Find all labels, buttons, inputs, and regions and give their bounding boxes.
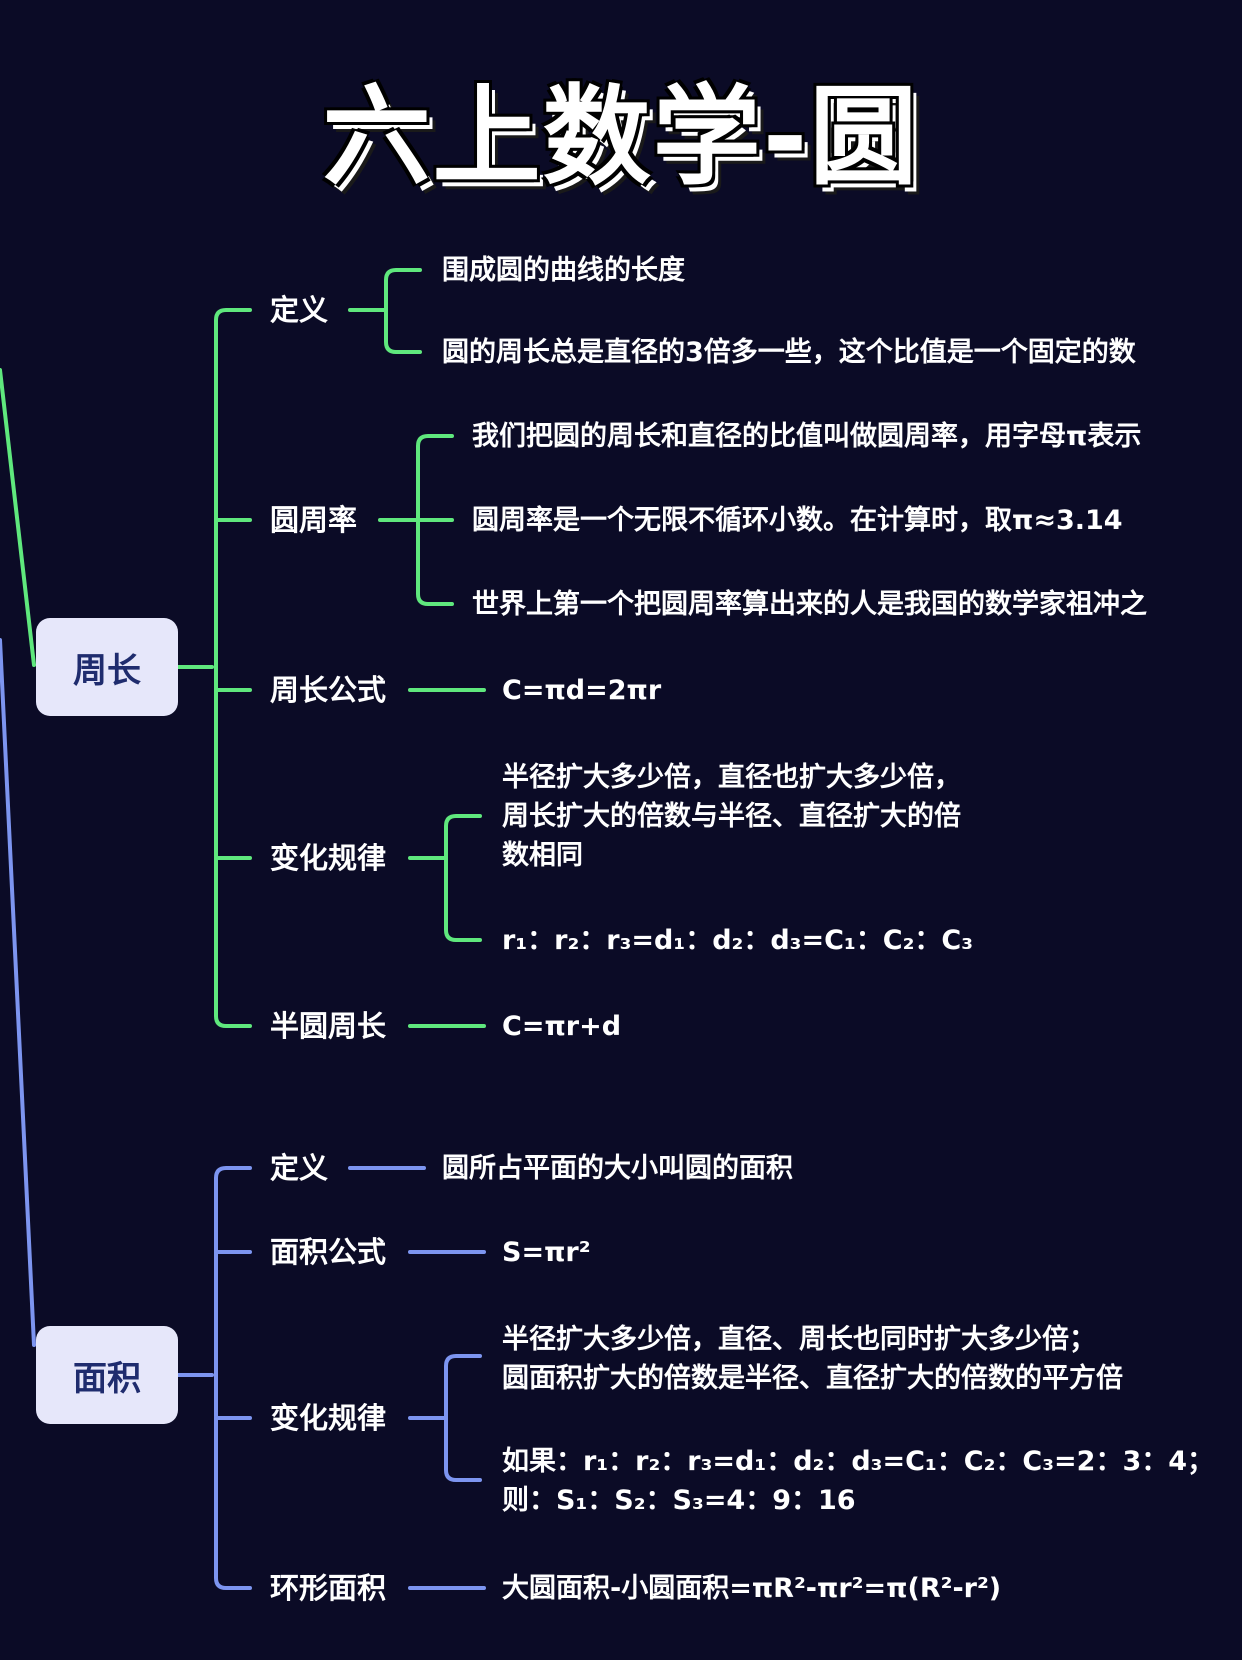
rule-line: 则：S₁：S₂：S₃=4：9：16 <box>502 1485 856 1516</box>
leaf-perimeter-definition-1: 围成圆的曲线的长度 <box>442 255 685 286</box>
rule-line: 如果：r₁：r₂：r₃=d₁：d₂：d₃=C₁：C₂：C₃=2：3：4； <box>502 1446 1215 1477</box>
leaf-area-rule-text: 半径扩大多少倍，直径、周长也同时扩大多少倍； 圆面积扩大的倍数是半径、直径扩大的… <box>502 1320 1123 1398</box>
leaf-area-formula: S=πr² <box>502 1237 591 1268</box>
rule-line: 半径扩大多少倍，直径也扩大多少倍， <box>502 762 961 793</box>
root-node-area: 面积 <box>36 1326 178 1424</box>
leaf-perimeter-definition-2: 圆的周长总是直径的3倍多一些，这个比值是一个固定的数 <box>442 337 1136 368</box>
leaf-ring-area: 大圆面积-小圆面积=πR²-πr²=π(R²-r²) <box>502 1573 1002 1604</box>
rule-line: 周长扩大的倍数与半径、直径扩大的倍 <box>502 801 961 832</box>
leaf-area-definition: 圆所占平面的大小叫圆的面积 <box>442 1153 793 1184</box>
rule-line: 圆面积扩大的倍数是半径、直径扩大的倍数的平方倍 <box>502 1363 1123 1394</box>
area-branches <box>176 1166 486 1590</box>
node-area-formula: 面积公式 <box>270 1235 387 1269</box>
node-ring-area: 环形面积 <box>270 1571 387 1605</box>
perimeter-branches <box>176 268 486 1028</box>
node-area-definition: 定义 <box>270 1151 329 1185</box>
root-edge-area <box>0 638 36 1347</box>
root-edge-perimeter <box>0 368 36 667</box>
leaf-pi-3: 世界上第一个把圆周率算出来的人是我国的数学家祖冲之 <box>472 589 1147 620</box>
node-semicircle: 半圆周长 <box>270 1009 387 1043</box>
leaf-pi-2: 圆周率是一个无限不循环小数。在计算时，取π≈3.14 <box>472 505 1123 536</box>
leaf-semicircle: C=πr+d <box>502 1011 622 1042</box>
node-perimeter-pi: 圆周率 <box>270 503 358 537</box>
leaf-area-rule-example: 如果：r₁：r₂：r₃=d₁：d₂：d₃=C₁：C₂：C₃=2：3：4； 则：S… <box>502 1442 1214 1520</box>
node-perimeter-rule: 变化规律 <box>270 841 387 875</box>
rule-line: 数相同 <box>502 840 583 871</box>
rule-line: 半径扩大多少倍，直径、周长也同时扩大多少倍； <box>502 1324 1096 1355</box>
leaf-perimeter-rule-ratio: r₁：r₂：r₃=d₁：d₂：d₃=C₁：C₂：C₃ <box>502 925 974 956</box>
node-perimeter-definition: 定义 <box>270 293 329 327</box>
leaf-pi-1: 我们把圆的周长和直径的比值叫做圆周率，用字母π表示 <box>472 421 1142 452</box>
node-area-rule: 变化规律 <box>270 1401 387 1435</box>
node-perimeter-formula: 周长公式 <box>270 673 387 707</box>
page-title: 六上数学-圆 <box>322 75 920 200</box>
leaf-perimeter-rule-text: 半径扩大多少倍，直径也扩大多少倍， 周长扩大的倍数与半径、直径扩大的倍 数相同 <box>502 758 961 875</box>
leaf-perimeter-formula: C=πd=2πr <box>502 675 662 706</box>
root-node-perimeter: 周长 <box>36 618 178 716</box>
